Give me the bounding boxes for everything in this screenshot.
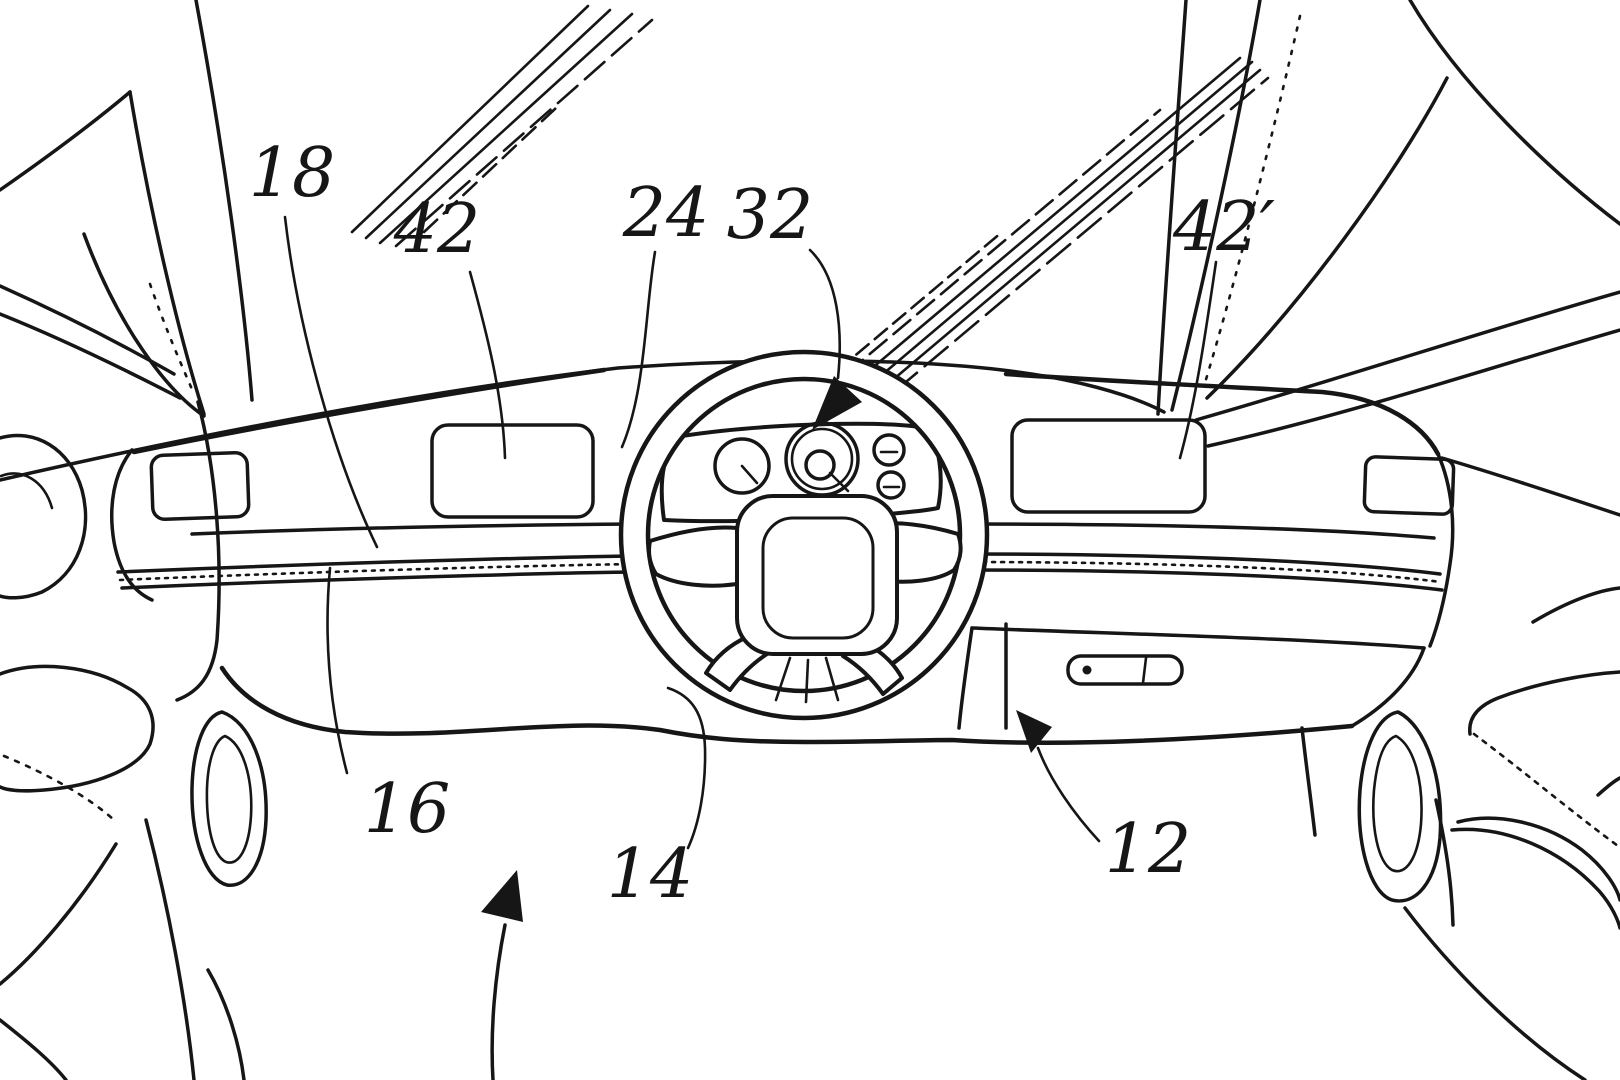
- right-gauge-lower: [876, 470, 906, 500]
- label-12: 12: [1016, 710, 1191, 889]
- label-14: 14: [607, 686, 707, 914]
- right-gauge-upper: [872, 433, 906, 467]
- right-door: [1194, 290, 1620, 1080]
- glove-box-lock: [1082, 665, 1092, 675]
- ref-numeral-18: 18: [249, 134, 336, 213]
- ref-numeral-12: 12: [1105, 810, 1192, 889]
- reference-labels: 18 42 24 32 42′ 16 14 12: [249, 134, 1276, 1080]
- leader-line-32: [808, 248, 841, 380]
- label-42-prime: 42′: [1172, 188, 1276, 460]
- left-display-42: [430, 423, 595, 519]
- glove-box: [957, 622, 1426, 730]
- left-spoke: [647, 525, 739, 588]
- pointer-arrow-shaft: [490, 923, 507, 1080]
- ref-numeral-42-prime: 42′: [1172, 188, 1276, 267]
- steering-wheel: [618, 349, 990, 721]
- ref-numeral-24: 24: [622, 174, 710, 253]
- left-window-sill: [0, 284, 176, 376]
- glove-box-handle: [1066, 654, 1184, 686]
- figure-pointer-arrow: [481, 870, 523, 1080]
- ref-numeral-16: 16: [364, 770, 451, 849]
- ref-numeral-14: 14: [607, 835, 694, 914]
- left-door-pull: [190, 710, 268, 887]
- label-18: 18: [249, 134, 379, 549]
- leader-line-18: [283, 215, 379, 549]
- leader-line-42: [468, 270, 507, 460]
- label-24: 24: [620, 174, 710, 449]
- wheel-hub: [735, 494, 899, 656]
- right-spoke: [878, 521, 963, 584]
- label-32: 32: [727, 176, 862, 430]
- left-gauge: [713, 437, 771, 495]
- windshield-lower-edge: [0, 359, 1166, 482]
- right-armrest: [1468, 670, 1620, 736]
- left-armrest: [0, 664, 155, 793]
- leader-line-24: [620, 250, 657, 449]
- dash-brow-left: [131, 367, 607, 455]
- ref-numeral-42: 42: [393, 190, 481, 269]
- right-window-sill: [1194, 290, 1620, 422]
- ref-numeral-32: 32: [727, 176, 814, 255]
- arrowhead-32: [812, 376, 862, 430]
- left-side-vent: [149, 451, 251, 521]
- airbag-pad: [761, 516, 875, 640]
- dash-bottom-edge: [219, 665, 1355, 745]
- label-42: 42: [393, 190, 507, 460]
- dash-left-end: [110, 448, 154, 602]
- dashboard: [110, 367, 1456, 745]
- pointer-arrowhead: [481, 870, 523, 922]
- label-16: 16: [326, 566, 451, 849]
- leader-line-42-prime: [1178, 260, 1218, 460]
- left-a-pillar: [0, 0, 254, 418]
- left-door: [0, 284, 268, 1080]
- right-door-pull: [1357, 710, 1443, 903]
- leader-line-14: [666, 686, 707, 850]
- right-side-vent: [1362, 455, 1456, 516]
- right-display-42p: [1010, 418, 1207, 514]
- leader-line-12: [1036, 746, 1101, 843]
- left-mirror: [0, 433, 88, 600]
- arrowhead-12: [1016, 710, 1052, 753]
- right-a-pillar: [1156, 0, 1620, 416]
- leader-line-16: [326, 566, 349, 775]
- dash-brow-right: [1003, 371, 1441, 457]
- windshield-reflection-hatching: [350, 4, 1270, 394]
- dash-right-end: [1428, 452, 1455, 648]
